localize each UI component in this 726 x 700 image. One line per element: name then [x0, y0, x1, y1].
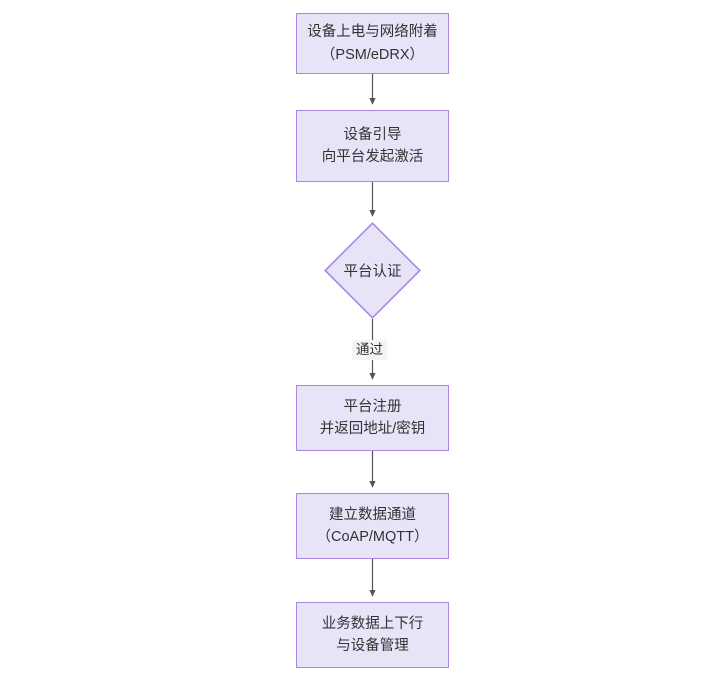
node-establish-data-channel[interactable]: 建立数据通道 （CoAP/MQTT）: [296, 493, 449, 559]
node-label-line: 平台注册: [343, 398, 402, 415]
edge-label-pass: 通过: [352, 340, 387, 361]
node-device-power-on[interactable]: 设备上电与网络附着 （PSM/eDRX）: [296, 13, 449, 74]
node-label-line: （CoAP/MQTT）: [316, 529, 429, 545]
node-label-line: 设备引导: [343, 126, 402, 143]
node-business-data-and-device-management[interactable]: 业务数据上下行 与设备管理: [296, 602, 449, 668]
node-label-line: 业务数据上下行: [321, 615, 424, 632]
node-platform-auth-decision[interactable]: 平台认证: [324, 222, 421, 319]
node-label-line: 设备上电与网络附着: [307, 24, 438, 41]
node-label-line: 平台认证: [343, 264, 402, 280]
node-label-line: （PSM/eDRX）: [320, 46, 425, 63]
node-label-line: 并返回地址/密钥: [319, 421, 426, 437]
node-label-line: 建立数据通道: [329, 506, 416, 523]
node-label-line: 与设备管理: [336, 638, 409, 654]
node-label-line: 向平台发起激活: [321, 149, 424, 165]
diamond-shape: [324, 222, 421, 319]
node-device-bootstrap[interactable]: 设备引导 向平台发起激活: [296, 110, 449, 182]
node-platform-register[interactable]: 平台注册 并返回地址/密钥: [296, 385, 449, 451]
